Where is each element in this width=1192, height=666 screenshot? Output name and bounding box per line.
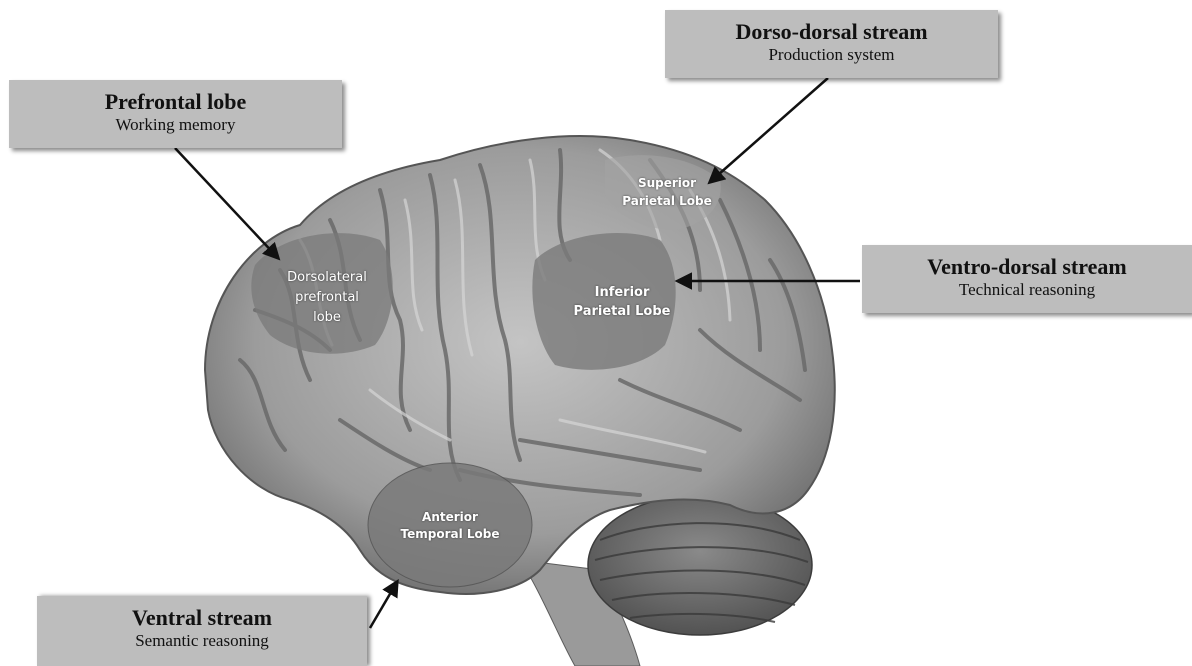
callout-title: Ventral stream <box>37 606 367 630</box>
region-label-dlpfc: Dorsolateral prefrontal lobe <box>272 268 382 328</box>
callout-prefrontal: Prefrontal lobe Working memory <box>9 80 342 148</box>
callout-ventro-dorsal: Ventro-dorsal stream Technical reasoning <box>862 245 1192 313</box>
callout-subtitle: Working memory <box>9 114 342 135</box>
region-label-atl: Anterior Temporal Lobe <box>380 509 520 543</box>
callout-subtitle: Technical reasoning <box>862 279 1192 300</box>
callout-subtitle: Production system <box>665 44 998 65</box>
arrow-prefrontal <box>175 148 278 258</box>
callout-ventral: Ventral stream Semantic reasoning <box>37 596 367 666</box>
arrow-dorso-dorsal <box>710 78 828 182</box>
arrow-ventral <box>370 582 397 628</box>
callout-title: Dorso-dorsal stream <box>665 20 998 44</box>
callout-subtitle: Semantic reasoning <box>37 630 367 651</box>
callout-dorso-dorsal: Dorso-dorsal stream Production system <box>665 10 998 78</box>
callout-title: Ventro-dorsal stream <box>862 255 1192 279</box>
region-label-ipl: Inferior Parietal Lobe <box>552 283 692 321</box>
region-label-spl: Superior Parietal Lobe <box>612 174 722 210</box>
callout-title: Prefrontal lobe <box>9 90 342 114</box>
